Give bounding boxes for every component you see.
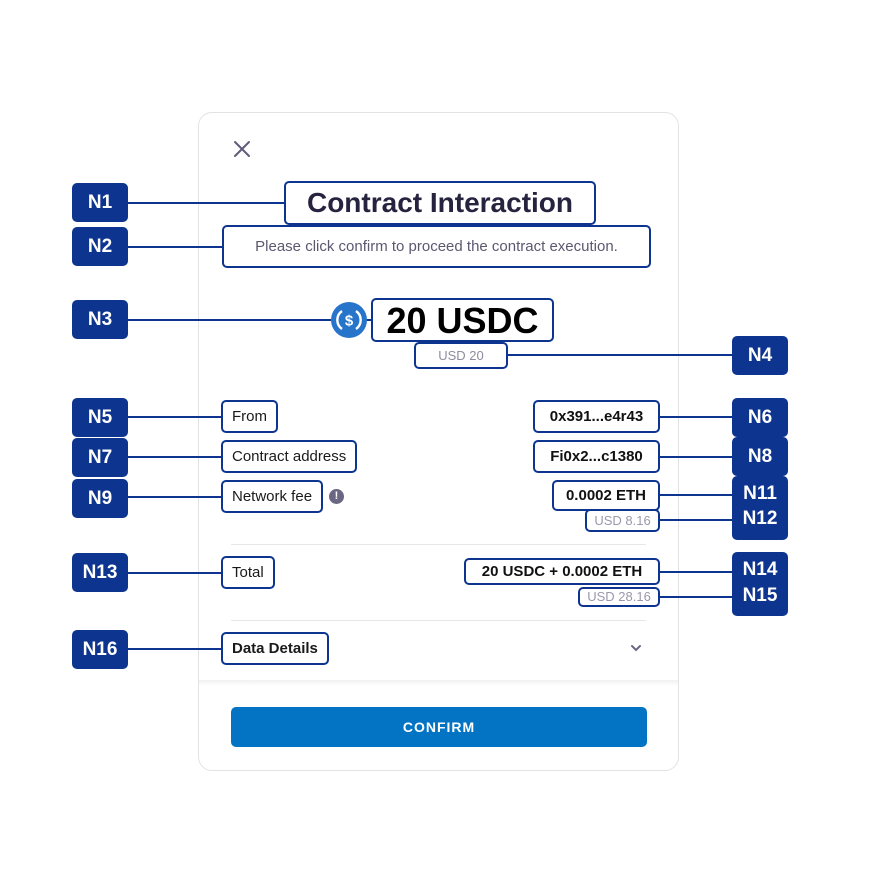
annotation-badge-n1: N1 [72, 183, 128, 222]
footer-separator [199, 680, 678, 686]
annotation-badge-n11: N11 [743, 483, 777, 504]
annotation-badge-n12: N12 [742, 508, 778, 529]
annotation-line-n3 [127, 319, 371, 321]
svg-text:$: $ [345, 313, 354, 330]
annotation-line-n15 [659, 596, 733, 598]
annotation-badge-n8: N8 [732, 437, 788, 476]
transaction-amount: 20 USDC [371, 298, 554, 342]
annotation-line-n8 [659, 456, 733, 458]
annotation-line-n11 [659, 494, 733, 496]
annotation-line-n4 [507, 354, 733, 356]
annotation-line-n13 [127, 572, 222, 574]
network-fee-usd: USD 8.16 [585, 509, 660, 532]
annotation-badge-n2: N2 [72, 227, 128, 266]
chevron-down-icon[interactable] [629, 642, 643, 654]
total-usd: USD 28.16 [578, 587, 660, 607]
annotation-badge-n14: N14 [742, 559, 778, 580]
annotation-badge-n6: N6 [732, 398, 788, 437]
annotation-line-n7 [127, 456, 222, 458]
from-label: From [221, 400, 278, 433]
divider [231, 544, 646, 545]
annotation-badge-n4: N4 [732, 336, 788, 375]
from-address: 0x391...e4r43 [533, 400, 660, 433]
annotation-badge-n7: N7 [72, 438, 128, 477]
annotation-line-n6 [659, 416, 733, 418]
network-fee-label: Network fee [221, 480, 324, 513]
data-details-toggle[interactable]: Data Details [221, 632, 329, 665]
usdc-icon: $ [331, 302, 367, 338]
annotation-line-n12 [659, 519, 733, 521]
confirm-button[interactable]: CONFIRM [231, 707, 647, 747]
total-label: Total [221, 556, 275, 589]
contract-address-value: Fi0x2...c1380 [533, 440, 660, 473]
annotation-badge-n13: N13 [72, 553, 128, 592]
annotation-badge-n11-n12: N11 N12 [732, 476, 788, 540]
amount-usd-value: USD 20 [414, 342, 508, 369]
dialog-title: Contract Interaction [284, 181, 596, 225]
annotation-badge-n14-n15: N14 N15 [732, 552, 788, 616]
total-value: 20 USDC + 0.0002 ETH [464, 558, 660, 585]
annotation-line-n1 [127, 202, 285, 204]
annotation-line-n9 [127, 496, 222, 498]
contract-address-label: Contract address [221, 440, 358, 473]
annotation-badge-n9: N9 [72, 479, 128, 518]
annotation-badge-n16: N16 [72, 630, 128, 669]
info-icon[interactable]: ! [329, 489, 344, 504]
annotation-line-n5 [127, 416, 222, 418]
annotation-line-n14 [659, 571, 733, 573]
annotation-line-n16 [127, 648, 222, 650]
annotation-badge-n3: N3 [72, 300, 128, 339]
divider [231, 620, 646, 621]
annotation-line-n2 [127, 246, 223, 248]
network-fee-value: 0.0002 ETH [552, 480, 660, 511]
close-icon[interactable] [232, 139, 252, 159]
annotation-badge-n15: N15 [742, 585, 778, 606]
dialog-subtitle: Please click confirm to proceed the cont… [222, 225, 651, 268]
annotation-badge-n5: N5 [72, 398, 128, 437]
